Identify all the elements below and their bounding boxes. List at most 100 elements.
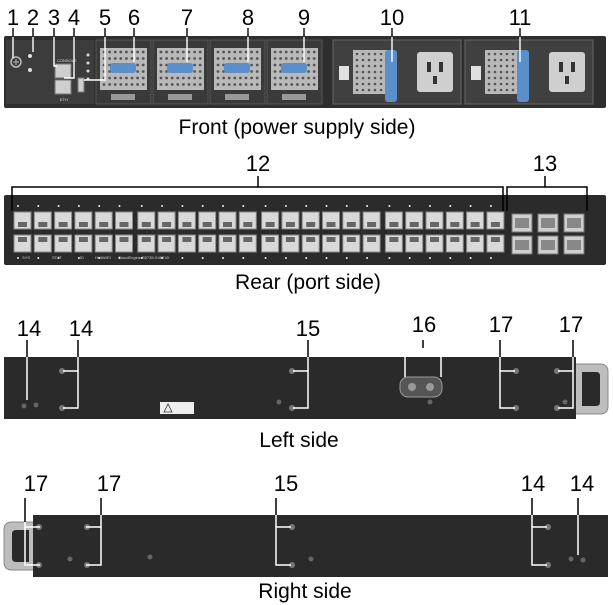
- port-led: [181, 257, 184, 259]
- fan-vent-hole: [136, 63, 140, 67]
- callout-17-b: 17: [559, 312, 583, 337]
- callout-17-d: 17: [97, 471, 121, 496]
- fan-vent-hole: [193, 83, 197, 86]
- psu-vent-hole: [373, 88, 377, 92]
- fan-vent-hole: [222, 76, 226, 80]
- psu-vent-hole: [361, 82, 365, 86]
- psu-vent-hole: [487, 76, 491, 80]
- front-led-1: [28, 54, 32, 58]
- rear-id-label: ID: [80, 255, 84, 260]
- console-label: CONSOLE: [57, 58, 77, 63]
- fan-vent-hole: [290, 76, 294, 80]
- rj45-port-latch: [285, 237, 295, 242]
- ac-pin: [439, 62, 443, 72]
- hole: [580, 557, 586, 563]
- fan-vent-hole: [244, 50, 248, 54]
- fan-vent-hole: [250, 76, 254, 80]
- psu-vent-hole: [511, 52, 515, 56]
- rj45-port-latch: [326, 222, 336, 227]
- fan-vent-hole: [170, 50, 174, 54]
- fan-vent-hole: [187, 76, 191, 80]
- fan-modules: [95, 39, 323, 105]
- psu-vent-hole: [367, 70, 371, 74]
- power-supply-module: [332, 39, 462, 105]
- fan-vent-hole: [165, 83, 169, 86]
- fan-vent-hole: [125, 57, 128, 60]
- psu-vent-hole: [379, 76, 383, 80]
- port-led: [429, 257, 431, 259]
- rj45-port-latch: [78, 237, 88, 242]
- fan-vent-hole: [279, 83, 282, 86]
- hole: [513, 368, 519, 374]
- psu-vent-hole: [361, 52, 365, 56]
- fan-vent-hole: [198, 70, 202, 73]
- hole: [554, 405, 560, 411]
- psu-vent-hole: [367, 58, 371, 62]
- fan-module: [95, 39, 152, 105]
- fan-vent-hole: [176, 76, 180, 80]
- ac-pin: [565, 76, 569, 84]
- rj45-port-latch: [285, 222, 295, 227]
- fan-vent-hole: [255, 57, 259, 60]
- port-led: [325, 257, 328, 259]
- fan-vent-hole: [159, 57, 163, 60]
- port-led: [449, 257, 452, 259]
- psu-vent-hole: [499, 70, 503, 74]
- rj45-port-latch: [450, 222, 460, 227]
- port-led: [181, 205, 184, 207]
- fan-vent-hole: [250, 70, 254, 73]
- fan-vent-hole: [108, 76, 111, 80]
- psu-vent-hole: [379, 88, 383, 92]
- port-led: [98, 205, 101, 207]
- rj45-port-latch: [202, 222, 212, 227]
- hole: [289, 405, 295, 411]
- front-led-2: [28, 68, 32, 72]
- psu-vent-hole: [487, 88, 491, 92]
- rj45-port-latch: [470, 222, 480, 227]
- fan-vent-hole: [250, 83, 254, 86]
- fan-vent-hole: [159, 50, 163, 54]
- fan-vent-hole: [193, 76, 197, 80]
- ac-pin: [559, 62, 563, 72]
- rj45-port-latch: [38, 222, 48, 227]
- port-led: [345, 205, 348, 207]
- sfp-port-cage: [567, 218, 581, 228]
- left-ear-cutout: [582, 372, 600, 406]
- port-led: [140, 257, 143, 259]
- front-callout-number: 4: [68, 5, 80, 30]
- fan-vent-hole: [113, 50, 117, 54]
- fan-vent-hole: [170, 57, 174, 60]
- psu-vent-hole: [379, 70, 383, 74]
- status-led-1: [86, 53, 90, 57]
- psu-vent-hole: [367, 82, 371, 86]
- fan-vent-hole: [250, 57, 254, 60]
- psu-vent-hole: [493, 82, 497, 86]
- fan-vent-hole: [182, 83, 185, 86]
- port-led: [305, 205, 308, 207]
- fan-vent-hole: [233, 50, 237, 54]
- fan-vent-hole: [141, 63, 145, 67]
- psu-vent-hole: [367, 64, 371, 68]
- rj45-port-latch: [367, 222, 377, 227]
- psu-grille: [353, 50, 391, 94]
- port-led: [489, 205, 492, 207]
- psu-vent-hole: [505, 64, 509, 68]
- side-screw-16a: [408, 383, 416, 391]
- psu-vent-hole: [493, 70, 497, 74]
- port-led: [469, 205, 472, 207]
- callout-14-c: 14: [521, 471, 545, 496]
- fan-latch: [168, 94, 192, 100]
- psu-vent-hole: [355, 82, 359, 86]
- fan-vent-hole: [193, 50, 197, 54]
- side-screw-16b: [426, 383, 434, 391]
- rj45-port-latch: [99, 222, 109, 227]
- power-supply-module: [464, 39, 594, 105]
- callout-14-a: 14: [17, 316, 41, 341]
- status-led-3: [86, 69, 90, 73]
- fan-vent-hole: [227, 83, 231, 86]
- psu-vent-hole: [487, 82, 491, 86]
- fan-vent-hole: [130, 83, 134, 86]
- fan-vent-hole: [141, 50, 145, 54]
- bracket-13: [506, 186, 588, 211]
- psu-vent-hole: [511, 64, 515, 68]
